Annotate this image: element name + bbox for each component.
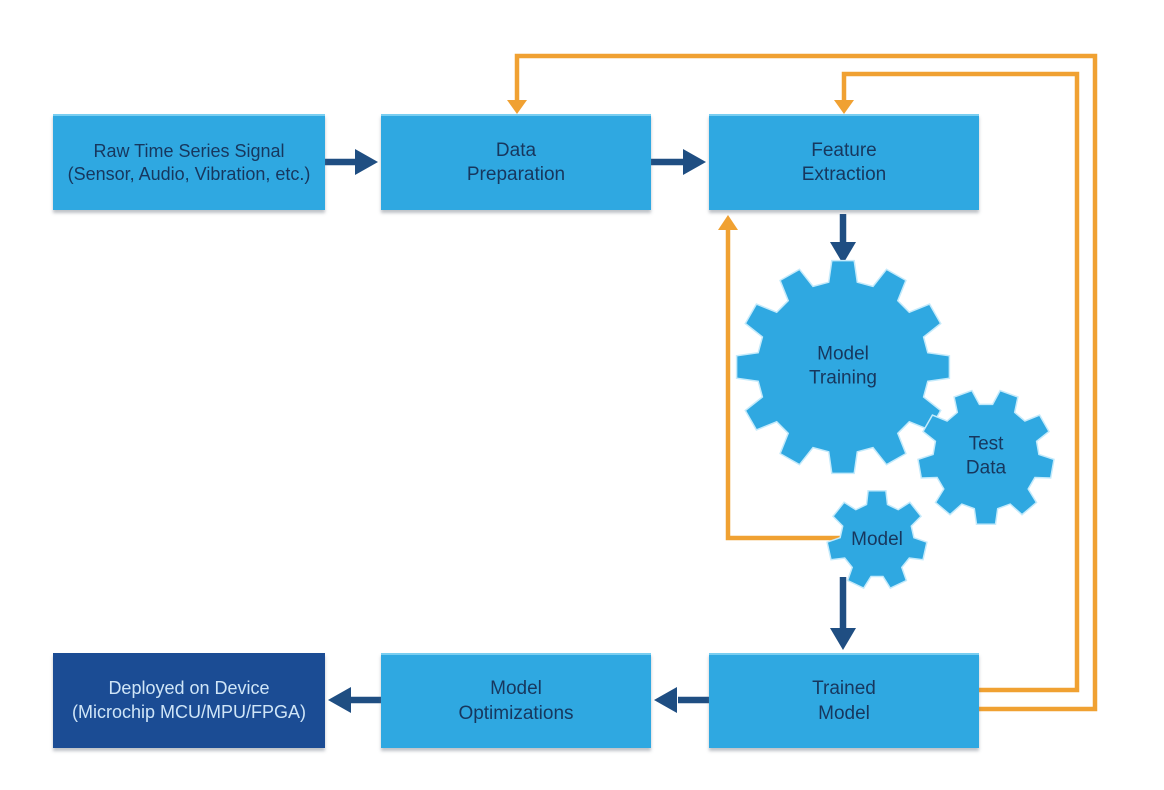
node-raw-time-series-signal: Raw Time Series Signal (Sensor, Audio, V…: [53, 114, 325, 210]
node-label-line: (Microchip MCU/MPU/FPGA): [71, 701, 306, 722]
gear-label-model-training: Model Training: [809, 343, 877, 392]
node-label-line: Data: [495, 139, 537, 161]
gear-label-line: Training: [809, 368, 877, 389]
gear-label-line: Test: [968, 433, 1004, 455]
node-label-line: Model: [818, 702, 870, 724]
node-label-line: Raw Time Series Signal: [93, 140, 285, 161]
gear-label-model: Model: [851, 528, 903, 552]
node-feature-extraction: Feature Extraction: [709, 114, 979, 210]
gear-label-line: Data: [965, 458, 1007, 479]
arrow-model-optimizations-to-deployed: [328, 687, 381, 713]
node-trained-model: Trained Model: [709, 653, 979, 748]
arrow-model-to-trained-model: [830, 577, 856, 650]
gear-model-training: [735, 259, 951, 475]
node-data-preparation: Data Preparation: [381, 114, 651, 210]
node-label-line: Preparation: [466, 164, 566, 185]
gear-label-line: Model: [851, 528, 903, 550]
gear-label-test-data: Test Data: [966, 433, 1006, 482]
arrow-data-preparation-to-feature-extraction: [651, 149, 706, 175]
arrow-trained-model-to-model-optimizations: [654, 687, 709, 713]
feedback-arrow-trained-to-data-preparation: [507, 53, 1098, 712]
arrow-feature-extraction-to-model-training: [830, 214, 856, 264]
node-deployed-on-device: Deployed on Device (Microchip MCU/MPU/FP…: [53, 653, 325, 748]
arrow-raw-to-data-preparation: [325, 149, 378, 175]
gear-label-line: Model: [817, 343, 869, 365]
node-label-line: Optimizations: [458, 702, 574, 724]
gear-model: [826, 490, 928, 590]
gear-test-data: [917, 389, 1055, 526]
node-label-line: Model: [490, 678, 542, 700]
node-label-line: Feature: [811, 139, 877, 161]
node-label-line: Trained: [812, 678, 876, 700]
feedback-arrow-trained-to-feature-extraction: [834, 71, 1080, 693]
node-label-line: (Sensor, Audio, Vibration, etc.): [67, 164, 311, 184]
node-label-line: Extraction: [801, 164, 887, 185]
node-model-optimizations: Model Optimizations: [381, 653, 651, 748]
node-label-line: Deployed on Device: [108, 678, 270, 699]
feedback-arrow-model-to-feature-extraction: [718, 215, 841, 541]
